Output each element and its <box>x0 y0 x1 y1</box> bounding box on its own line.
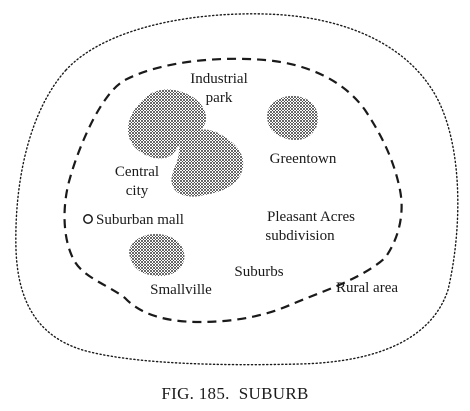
smallville-area <box>129 234 185 276</box>
pleasant-acres-label-line2: subdivision <box>265 228 335 244</box>
rural-area-boundary <box>15 13 459 366</box>
greentown-label: Greentown <box>270 151 337 167</box>
industrial-park-label-line2: park <box>206 90 233 106</box>
central-city-label-line1: Central <box>115 164 159 180</box>
suburban-mall-marker <box>83 214 93 224</box>
suburbs-boundary <box>63 57 403 324</box>
central-city-area <box>171 129 244 197</box>
greentown-area <box>267 95 318 140</box>
figure-caption: FIG. 185. SUBURB <box>161 384 308 403</box>
suburbs-label: Suburbs <box>234 264 283 280</box>
industrial-park-label-line1: Industrial <box>190 71 248 87</box>
smallville-label: Smallville <box>150 282 212 298</box>
rural-area-label: Rural area <box>336 280 398 296</box>
industrial-park-area <box>128 89 206 159</box>
suburban-mall-label: Suburban mall <box>96 212 184 228</box>
pleasant-acres-label-line1: Pleasant Acres <box>267 209 355 225</box>
central-city-label-line2: city <box>126 183 149 199</box>
